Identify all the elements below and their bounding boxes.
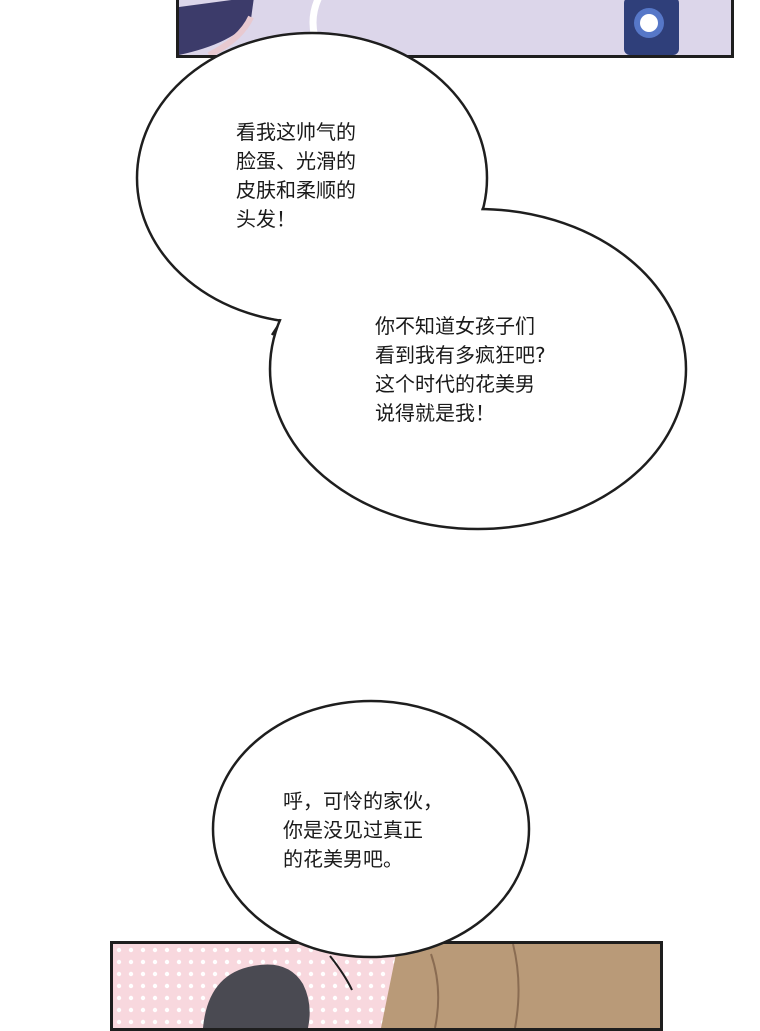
skin-edge [207,15,254,55]
bubble-2-line-4: 说得就是我！ [375,401,495,425]
bubble-1-line-1: 看我这帅气的 [236,120,356,144]
bubble-3-line-1: 呼，可怜的家伙， [283,789,443,813]
bubble-1-line-3: 皮肤和柔顺的 [236,178,356,202]
bubble-3-line-3: 的花美男吧。 [283,847,403,871]
dark-sleeve [179,0,254,55]
speech-bubble-pair [135,31,688,531]
bubble-2-line-1: 你不知道女孩子们 [375,314,535,338]
bubble-1-text: 看我这帅气的 脸蛋、光滑的 皮肤和柔顺的 头发！ [236,118,356,234]
bubble-3-tail [329,955,353,991]
speech-bubble-3 [211,699,531,959]
bubble-1-line-2: 脸蛋、光滑的 [236,149,356,173]
bubble-1-line-4: 头发！ [236,207,296,231]
bubble-2-text: 你不知道女孩子们 看到我有多疯狂吧? 这个时代的花美男 说得就是我！ [375,312,546,428]
bubble-3-line-2: 你是没见过真正 [283,818,423,842]
dark-hair-character [203,964,310,1028]
badge-dot [640,14,658,32]
bubble-2-line-3: 这个时代的花美男 [375,372,535,396]
bubble-3-text: 呼，可怜的家伙， 你是没见过真正 的花美男吧。 [283,787,443,874]
brown-hair-character [381,944,660,1028]
bubble-2-line-2: 看到我有多疯狂吧? [375,343,546,367]
panel-top-art [179,0,679,55]
